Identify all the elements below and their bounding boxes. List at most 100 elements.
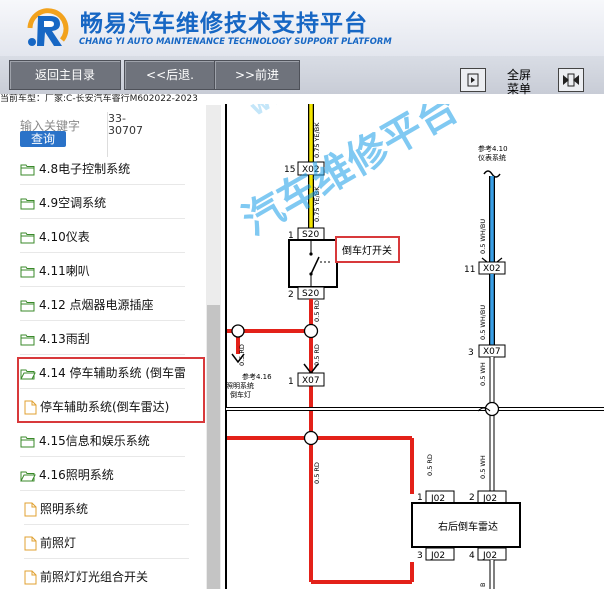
tree-folder-item[interactable]: 4.16照明系统 — [20, 460, 185, 491]
search-button[interactable]: 查询 — [20, 131, 66, 147]
file-icon — [24, 502, 40, 517]
folder-icon — [20, 196, 39, 210]
folder-open-icon — [20, 468, 39, 482]
tree-item-label: 4.16照明系统 — [39, 468, 114, 482]
connector-s20-bot: S20 — [302, 289, 319, 299]
current-vehicle: 当前车型：厂家:C-长安汽车睿行M602022-2023 — [0, 94, 198, 104]
wire-label-rd-left: 0.5 RD — [238, 344, 246, 366]
ref-416-sub-2: 倒车灯 — [230, 390, 251, 399]
chang-yi-logo-icon — [27, 8, 69, 46]
search-divider — [107, 112, 108, 157]
header: 畅易汽车维修技术支持平台 CHANG YI AUTO MAINTENANCE T… — [0, 0, 604, 56]
tree-folder-item[interactable]: 4.10仪表 — [20, 222, 185, 253]
tree-folder-item[interactable]: 4.11喇叭 — [20, 256, 185, 287]
folder-open-icon — [20, 366, 39, 380]
tree-folder-item[interactable]: 4.12 点烟器电源插座 — [20, 290, 185, 321]
wire-label-wh-2: 0.5 WH — [479, 455, 487, 479]
menu-text: 菜单 — [506, 82, 531, 96]
tree-item-label: 4.8电子控制系统 — [39, 162, 131, 176]
wire-label-mid: 0.75 YE/BK — [313, 186, 321, 222]
tree-folder-item[interactable]: 4.8电子控制系统 — [20, 154, 185, 185]
tree-item-label: 4.14 停车辅助系统 (倒车雷达 — [39, 366, 185, 380]
search-input[interactable]: 输入关键字 — [20, 119, 81, 133]
pin-j02-3: 3 — [417, 551, 423, 561]
forward-button[interactable]: >>前进 — [214, 60, 300, 90]
connector-x02-top: X02 — [302, 165, 320, 175]
pin-j02-2: 2 — [469, 493, 475, 503]
pin-s20-bot: 2 — [288, 290, 294, 300]
wiring-diagram: 0.75 YE/BK 15 X02 0.75 YE/BK 1 S20 倒车灯开关… — [222, 104, 604, 589]
back-button[interactable]: <<后退. — [124, 60, 216, 90]
tree-file-item[interactable]: 照明系统 — [24, 494, 189, 525]
tree-item-label: 4.11喇叭 — [39, 264, 90, 278]
wiring-diagram-svg: 0.75 YE/BK 15 X02 0.75 YE/BK 1 S20 倒车灯开关… — [225, 104, 604, 589]
folder-icon — [20, 230, 39, 244]
folder-icon — [20, 298, 39, 312]
sidebar-toggle-icon — [467, 73, 479, 87]
folder-icon — [20, 162, 39, 176]
fullscreen-text: 全屏 — [506, 68, 531, 82]
pin-x07-right: 3 — [468, 348, 474, 358]
wire-label-rd-4: 0.5 RD — [313, 462, 321, 484]
sidebar-scrollbar[interactable] — [206, 105, 221, 589]
tree-folder-item[interactable]: 4.14 停车辅助系统 (倒车雷达 — [20, 358, 185, 389]
scrollbar-thumb[interactable] — [207, 305, 220, 589]
wire-label-bottom-right: B — [479, 583, 487, 587]
connector-s20-top: S20 — [302, 230, 319, 240]
ref-416-sub-1: 照明系统 — [226, 381, 254, 390]
search-code: 33- 30707 — [108, 113, 143, 137]
tree-item-label: 4.9空调系统 — [39, 196, 107, 210]
tree-item-label: 照明系统 — [40, 502, 89, 516]
selected-item-highlight — [17, 357, 205, 423]
tree-item-label: 4.12 点烟器电源插座 — [39, 298, 154, 312]
wire-label-rd-3: 0.5 RD — [426, 454, 434, 476]
tree-folder-item[interactable]: 4.13雨刮 — [20, 324, 185, 355]
tree-item-label: 4.13雨刮 — [39, 332, 90, 346]
connector-j02-3: J02 — [430, 551, 445, 561]
toolbar: 返回主目录 <<后退. >>前进 全屏 菜单 — [0, 56, 604, 96]
tree-item-label: 4.10仪表 — [39, 230, 90, 244]
pin-s20-top: 1 — [288, 231, 294, 241]
wire-label-whbu-1: 0.5 WH/BU — [479, 219, 487, 254]
pin-x02-right: 11 — [464, 265, 475, 275]
wire-label-top: 0.75 YE/BK — [313, 122, 321, 158]
collapse-sidebar-button[interactable] — [460, 68, 486, 92]
switch-label: 倒车灯开关 — [342, 244, 392, 257]
home-button[interactable]: 返回主目录 — [9, 60, 121, 90]
pin-j02-1: 1 — [417, 493, 423, 503]
ref-416: 参考4.16 — [242, 372, 272, 381]
connector-j02-4: J02 — [482, 551, 497, 561]
folder-icon — [20, 264, 39, 278]
search-code-line-2: 30707 — [108, 124, 143, 137]
connector-x02-right: X02 — [483, 264, 501, 274]
connector-x07-right: X07 — [483, 347, 501, 357]
app-title: 畅易汽车维修技术支持平台 — [80, 11, 368, 37]
file-icon — [24, 570, 40, 585]
connector-x07-left: X07 — [302, 376, 320, 386]
wire-label-rd-2: 0.5 RD — [313, 344, 321, 366]
pin-j02-4: 4 — [469, 551, 475, 561]
tree-folder-item[interactable]: 4.15信息和娱乐系统 — [20, 426, 185, 457]
pin-x07-left: 1 — [288, 377, 294, 387]
fullscreen-button[interactable] — [558, 68, 584, 92]
ref-410-sub: 仪表系统 — [478, 153, 506, 162]
wire-label-rd-1: 0.5 RD — [313, 300, 321, 322]
tree-item-label: 停车辅助系统(倒车雷达) — [40, 400, 170, 414]
folder-icon — [20, 332, 39, 346]
app-subtitle: CHANG YI AUTO MAINTENANCE TECHNOLOGY SUP… — [79, 36, 392, 46]
connector-j02-1: J02 — [430, 494, 445, 504]
tree-file-item[interactable]: 前照灯 — [24, 528, 189, 559]
radar-label: 右后倒车雷达 — [438, 520, 498, 533]
file-icon — [24, 400, 40, 415]
ref-410: 参考4.10 — [478, 144, 508, 153]
tree-item-label: 4.15信息和娱乐系统 — [39, 434, 150, 448]
folder-icon — [20, 434, 39, 448]
wire-label-whbu-2: 0.5 WH/BU — [479, 305, 487, 340]
tree-folder-item[interactable]: 4.9空调系统 — [20, 188, 185, 219]
fullscreen-menu-label[interactable]: 全屏 菜单 — [504, 68, 534, 96]
connector-j02-2: J02 — [482, 494, 497, 504]
pin-x02-top: 15 — [284, 165, 295, 175]
tree-file-item[interactable]: 前照灯灯光组合开关 — [24, 562, 189, 589]
fullscreen-icon — [563, 73, 579, 87]
search-code-line-1: 33- — [108, 112, 126, 125]
